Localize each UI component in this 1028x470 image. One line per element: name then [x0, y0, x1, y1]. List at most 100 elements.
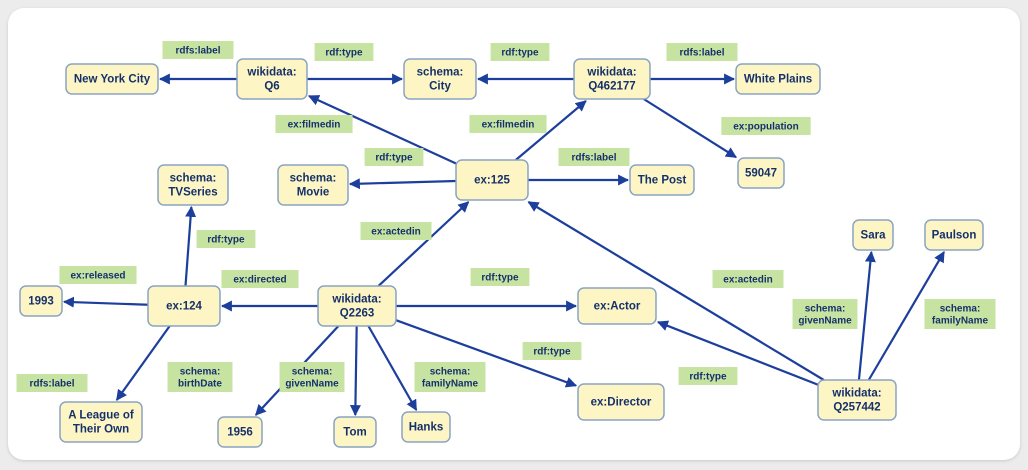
edge-q257442-to-ex125: [527, 201, 825, 381]
node-label: New York City: [74, 74, 151, 86]
edge-label-text: rdf:type: [325, 48, 363, 59]
diagram-card: rdfs:label rdf:type rdf:type rdfs:label ex:p…: [8, 8, 1020, 460]
node-box: [317, 285, 397, 327]
node-label: wikidata:: [246, 67, 296, 79]
node-box: [924, 219, 984, 251]
edge-q257442-to-sara: [857, 250, 876, 381]
node-label: Sara: [861, 230, 887, 242]
edge-label-13: rdfs:label: [16, 374, 88, 392]
node-pop: 59047: [737, 157, 785, 189]
edge-label-text: rdf:type: [533, 347, 571, 358]
edge-label-text: familyName: [932, 316, 989, 327]
edge-label-22: schema:familyName: [924, 299, 996, 329]
edge-label-text: rdf:type: [375, 153, 413, 164]
edge-q2263-to-tom: [349, 325, 361, 417]
edge-arrow: [515, 100, 587, 161]
edge-ex125-to-movie: [348, 178, 457, 190]
edge-label-text: ex:directed: [233, 275, 286, 286]
edge-label-text: ex:filmedin: [482, 120, 535, 131]
edge-label-text: rdfs:label: [571, 153, 616, 164]
edge-label-bg: [721, 117, 811, 135]
edge-arrow: [348, 178, 457, 190]
node-label: Tom: [343, 427, 366, 439]
edge-label-4: ex:population: [721, 117, 811, 135]
node-label: Q462177: [588, 81, 635, 93]
node-q2263: wikidata: Q2263: [317, 285, 397, 327]
edge-label-bg: [558, 148, 630, 166]
edge-label-bg: [414, 362, 486, 392]
edge-q2263-to-hanks: [367, 325, 418, 411]
edge-label-18: schema:givenName: [279, 362, 345, 392]
node-box: [577, 383, 665, 421]
node-label: Their Own: [73, 424, 129, 436]
edge-arrow: [857, 250, 876, 381]
edge-label-bg: [16, 374, 88, 392]
edge-label-bg: [469, 115, 547, 133]
edge-label-15: rdf:type: [470, 268, 530, 286]
node-tom: Tom: [333, 416, 377, 448]
node-box: [157, 164, 229, 206]
edge-label-text: schema:: [805, 304, 846, 315]
node-director: ex:Director: [577, 383, 665, 421]
node-box: [65, 63, 159, 95]
node-paulson: Paulson: [924, 219, 984, 251]
edge-label-text: schema:: [180, 367, 221, 378]
edge-label-text: birthDate: [178, 379, 222, 390]
node-y1993: 1993: [19, 285, 63, 317]
edge-label-bg: [792, 299, 858, 329]
node-label: ex:124: [166, 301, 202, 313]
node-box: [147, 285, 221, 327]
node-label: ex:125: [474, 175, 510, 187]
node-box: [629, 164, 695, 196]
node-box: [455, 159, 529, 201]
node-box: [573, 58, 651, 100]
node-label: A League of: [68, 410, 134, 422]
edge-label-17: schema:birthDate: [167, 362, 233, 392]
node-y1956: 1956: [217, 416, 263, 448]
node-nyc: New York City: [65, 63, 159, 95]
node-box: [817, 379, 897, 421]
edge-label-1: rdf:type: [314, 43, 374, 61]
node-label: wikidata:: [331, 294, 381, 306]
node-box: [333, 416, 377, 448]
edge-label-text: ex:actedin: [371, 227, 420, 238]
node-q6: wikidata:Q6: [236, 58, 308, 100]
edge-label-bg: [924, 299, 996, 329]
node-box: [236, 58, 308, 100]
edge-label-bg: [490, 43, 550, 61]
edge-ex124-to-league: [115, 325, 171, 401]
edge-label-text: rdfs:label: [29, 379, 74, 390]
edge-arrow: [395, 319, 578, 388]
edge-label-19: schema:familyName: [414, 362, 486, 392]
edge-label-bg: [196, 230, 256, 248]
node-hanks: Hanks: [401, 411, 451, 443]
edge-arrow: [184, 205, 197, 287]
edge-label-20: rdf:type: [678, 367, 738, 385]
edge-label-text: givenName: [285, 379, 339, 390]
edge-label-bg: [275, 115, 353, 133]
node-q257442: wikidata:Q257442: [817, 379, 897, 421]
node-label: Q257442: [833, 402, 880, 414]
edge-label-bg: [666, 43, 738, 61]
edge-arrow: [867, 251, 945, 381]
edge-label-text: schema:: [940, 304, 981, 315]
node-actor: ex:Actor: [577, 287, 657, 325]
node-label: Q2263: [340, 308, 375, 320]
node-label: TVSeries: [168, 187, 217, 199]
edge-label-bg: [279, 362, 345, 392]
node-label: ex:Director: [591, 397, 652, 409]
edge-arrow: [643, 98, 737, 159]
node-movie: schema:Movie: [277, 164, 349, 206]
edge-label-0: rdfs:label: [162, 41, 234, 59]
edge-label-text: rdf:type: [481, 273, 519, 284]
edge-label-7: rdf:type: [364, 148, 424, 166]
edge-label-text: rdf:type: [501, 48, 539, 59]
knowledge-graph-diagram: rdfs:label rdf:type rdf:type rdfs:label ex:p…: [16, 41, 996, 448]
edge-label-14: ex:directed: [221, 270, 299, 288]
node-label: schema:: [290, 173, 337, 185]
node-box: [59, 401, 143, 443]
edge-arrow: [308, 94, 457, 165]
edge-q257442-to-actor: [656, 320, 819, 386]
edge-arrow: [62, 296, 149, 308]
node-ex124: ex:124: [147, 285, 221, 327]
